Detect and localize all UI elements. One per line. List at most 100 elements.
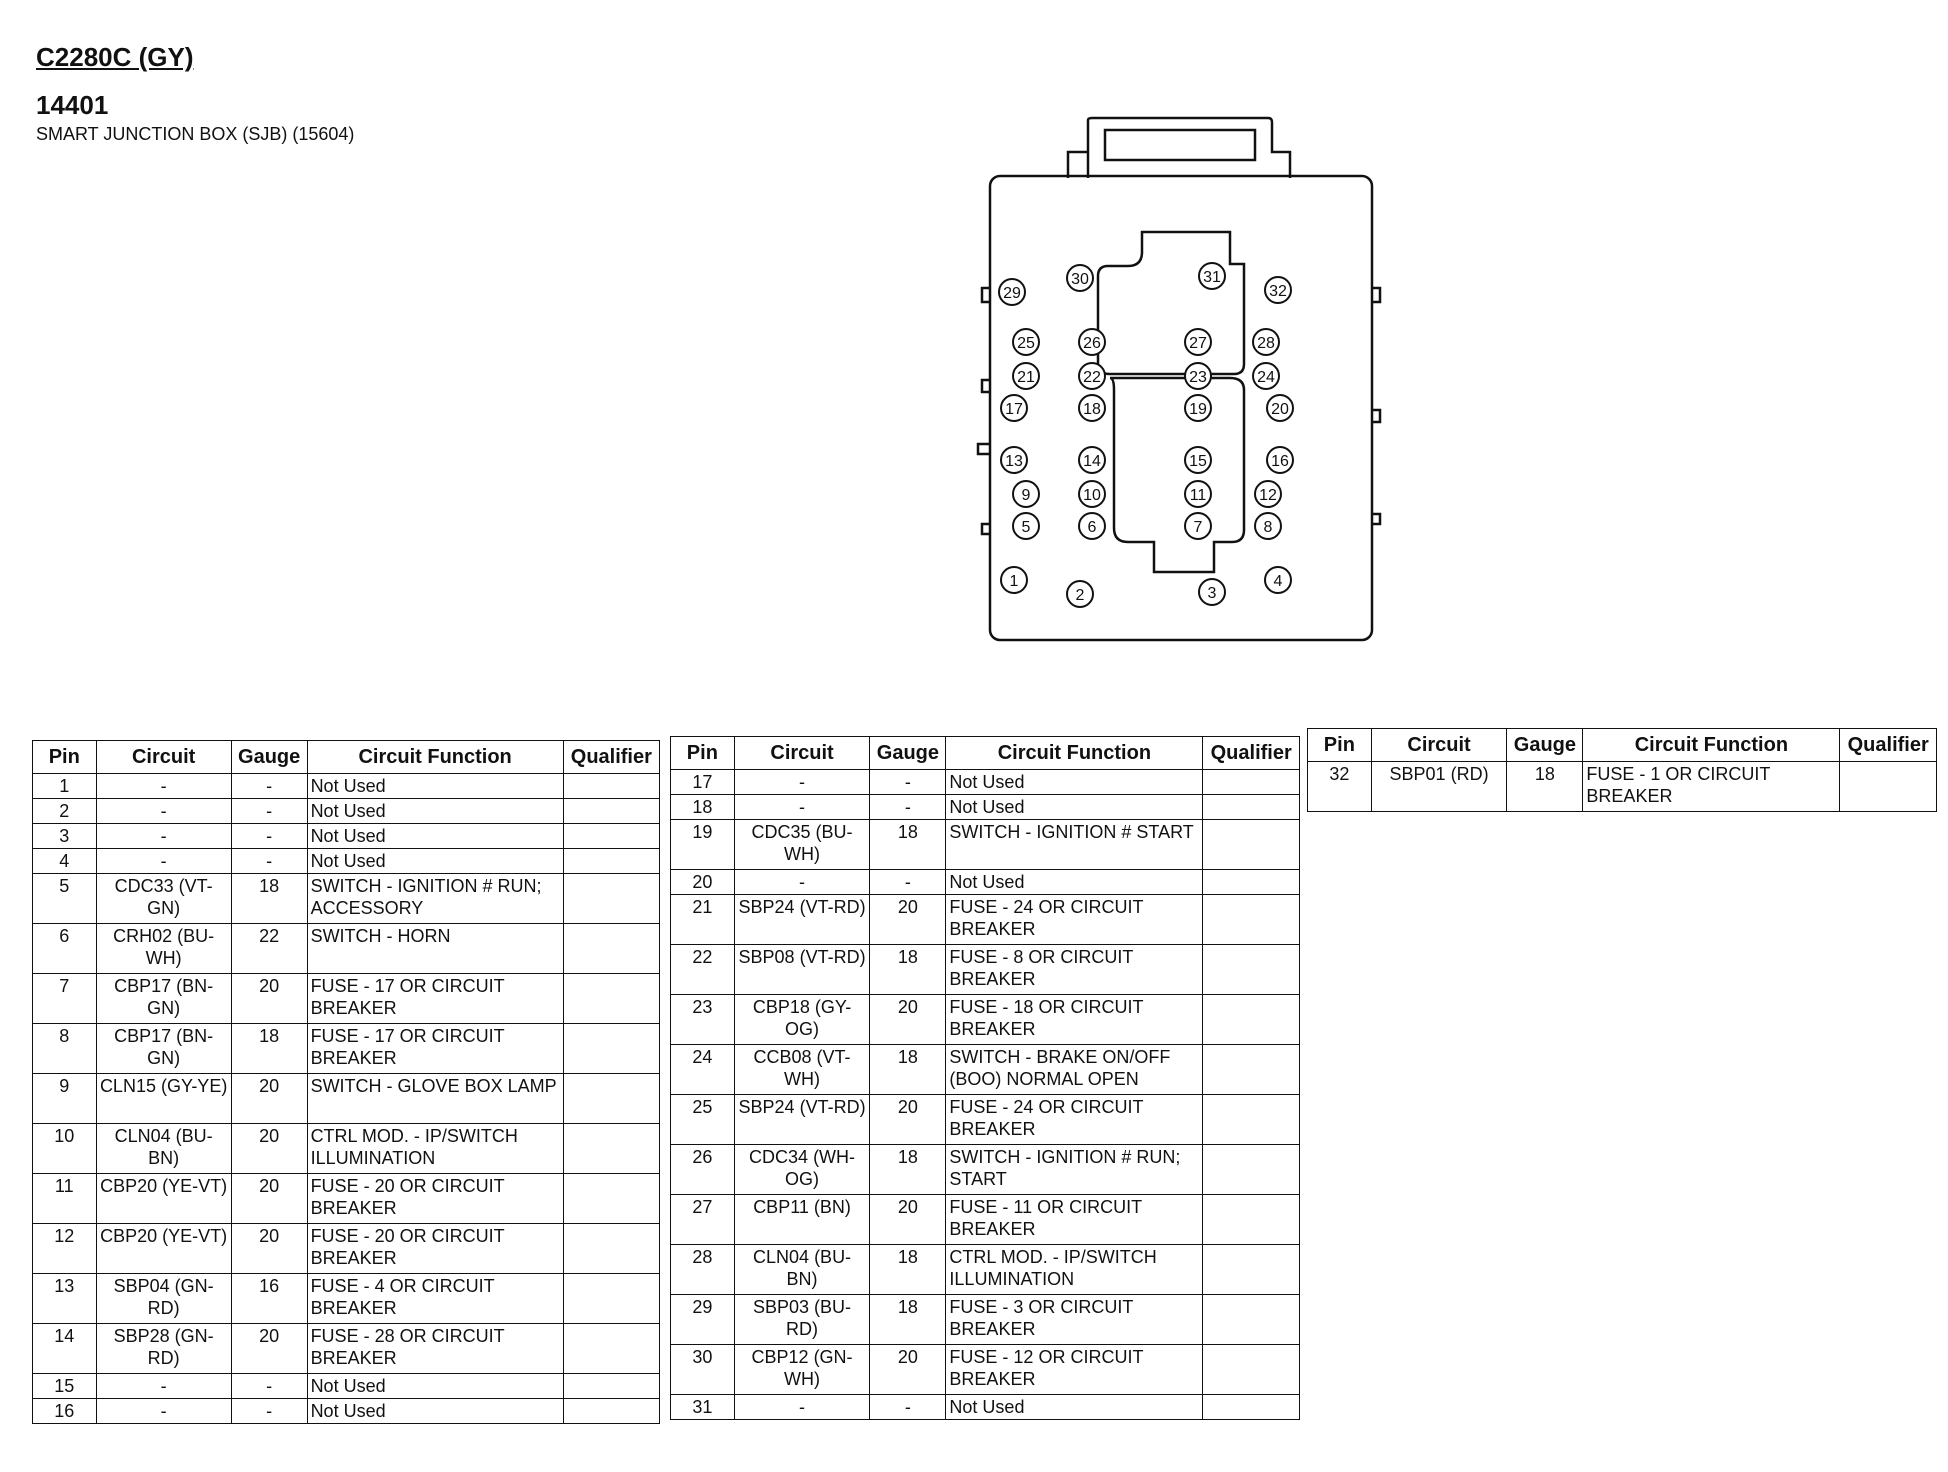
- qualifier-cell: [562, 848, 661, 874]
- pin-cavity-label: 13: [1005, 453, 1023, 470]
- gauge-cell: -: [869, 1394, 947, 1420]
- pin-cavity-label: 14: [1083, 453, 1101, 470]
- function-cell: Not Used: [306, 1373, 564, 1399]
- qualifier-cell: [1202, 1244, 1300, 1295]
- circuit-cell: CLN04 (BU-BN): [733, 1244, 871, 1295]
- pin-cavity-14: 14: [1078, 446, 1106, 474]
- pin-cavity-24: 24: [1252, 362, 1280, 390]
- circuit-cell: CDC35 (BU-WH): [733, 819, 871, 870]
- pin-cavity-label: 31: [1203, 269, 1221, 286]
- pin-cavity-30: 30: [1066, 264, 1094, 292]
- pin-cavity-label: 9: [1022, 487, 1031, 504]
- gauge-cell: 20: [230, 973, 308, 1024]
- pin-cavity-12: 12: [1254, 480, 1282, 508]
- pin-cell: 17: [670, 769, 735, 795]
- pin-cell: 4: [32, 848, 97, 874]
- col-header-function: Circuit Function: [306, 740, 564, 774]
- pin-cell: 16: [32, 1398, 97, 1424]
- gauge-cell: -: [230, 1398, 308, 1424]
- qualifier-cell: [562, 973, 661, 1024]
- circuit-cell: CLN04 (BU-BN): [95, 1123, 232, 1174]
- qualifier-cell: [1839, 761, 1937, 812]
- connector-body: [988, 174, 1374, 642]
- function-cell: FUSE - 3 OR CIRCUIT BREAKER: [945, 1294, 1204, 1345]
- circuit-cell: CBP18 (GY-OG): [733, 994, 871, 1045]
- pin-cavity-17: 17: [1000, 394, 1028, 422]
- pin-cavity-label: 26: [1083, 335, 1101, 352]
- pin-cavity-6: 6: [1078, 512, 1106, 540]
- function-cell: SWITCH - BRAKE ON/OFF (BOO) NORMAL OPEN: [945, 1044, 1204, 1095]
- function-cell: FUSE - 4 OR CIRCUIT BREAKER: [306, 1273, 564, 1324]
- qualifier-cell: [1202, 794, 1300, 820]
- qualifier-cell: [1202, 994, 1300, 1045]
- pin-cavity-label: 12: [1259, 487, 1277, 504]
- qualifier-cell: [1202, 869, 1300, 895]
- pin-cell: 10: [32, 1123, 97, 1174]
- circuit-cell: CCB08 (VT-WH): [733, 1044, 871, 1095]
- function-cell: CTRL MOD. - IP/SWITCH ILLUMINATION: [945, 1244, 1204, 1295]
- function-cell: SWITCH - HORN: [306, 923, 564, 974]
- function-cell: CTRL MOD. - IP/SWITCH ILLUMINATION: [306, 1123, 564, 1174]
- pin-cell: 26: [670, 1144, 735, 1195]
- pin-cavity-3: 3: [1198, 578, 1226, 606]
- qualifier-cell: [562, 1073, 661, 1124]
- circuit-cell: CDC33 (VT-GN): [95, 873, 232, 924]
- circuit-cell: -: [95, 823, 232, 849]
- gauge-cell: 20: [869, 1094, 947, 1145]
- gauge-cell: 18: [869, 1294, 947, 1345]
- table-row: 15--Not Used: [32, 1373, 661, 1399]
- qualifier-cell: [1202, 944, 1300, 995]
- pin-cavity-10: 10: [1078, 480, 1106, 508]
- circuit-cell: -: [733, 1394, 871, 1420]
- col-header-qualifier: Qualifier: [562, 740, 661, 774]
- circuit-cell: -: [733, 869, 871, 895]
- qualifier-cell: [1202, 1394, 1300, 1420]
- pin-cell: 32: [1307, 761, 1372, 812]
- qualifier-cell: [1202, 894, 1300, 945]
- pin-cavity-7: 7: [1184, 512, 1212, 540]
- col-header-qualifier: Qualifier: [1839, 728, 1937, 762]
- pin-cell: 1: [32, 773, 97, 799]
- qualifier-cell: [1202, 1294, 1300, 1345]
- gauge-cell: -: [230, 848, 308, 874]
- col-header-circuit: Circuit: [95, 740, 232, 774]
- pin-cell: 31: [670, 1394, 735, 1420]
- pin-cavity-26: 26: [1078, 328, 1106, 356]
- col-header-gauge: Gauge: [869, 736, 947, 770]
- pin-cell: 30: [670, 1344, 735, 1395]
- circuit-cell: SBP24 (VT-RD): [733, 1094, 871, 1145]
- table-header-row: Pin Circuit Gauge Circuit Function Quali…: [32, 740, 661, 774]
- pin-cavity-label: 8: [1264, 519, 1273, 536]
- function-cell: Not Used: [306, 1398, 564, 1424]
- qualifier-cell: [562, 823, 661, 849]
- qualifier-cell: [562, 1123, 661, 1174]
- pin-cavity-32: 32: [1264, 276, 1292, 304]
- gauge-cell: 20: [869, 894, 947, 945]
- function-cell: SWITCH - IGNITION # RUN; START: [945, 1144, 1204, 1195]
- pin-cell: 24: [670, 1044, 735, 1095]
- circuit-cell: CBP11 (BN): [733, 1194, 871, 1245]
- pin-cavity-label: 22: [1083, 369, 1101, 386]
- gauge-cell: -: [869, 794, 947, 820]
- qualifier-cell: [1202, 1044, 1300, 1095]
- pin-cell: 14: [32, 1323, 97, 1374]
- pin-cavity-label: 19: [1189, 401, 1207, 418]
- function-cell: Not Used: [945, 769, 1204, 795]
- pin-cavity-label: 28: [1257, 335, 1275, 352]
- circuit-cell: CBP20 (YE-VT): [95, 1223, 232, 1274]
- gauge-cell: 20: [869, 994, 947, 1045]
- col-header-pin: Pin: [1307, 728, 1372, 762]
- gauge-cell: 18: [1506, 761, 1584, 812]
- pin-cavity-28: 28: [1252, 328, 1280, 356]
- col-header-qualifier: Qualifier: [1202, 736, 1300, 770]
- pin-cavity-2: 2: [1066, 580, 1094, 608]
- gauge-cell: 18: [869, 819, 947, 870]
- function-cell: Not Used: [306, 848, 564, 874]
- qualifier-cell: [562, 1223, 661, 1274]
- pin-cavity-label: 5: [1022, 519, 1031, 536]
- circuit-cell: -: [733, 769, 871, 795]
